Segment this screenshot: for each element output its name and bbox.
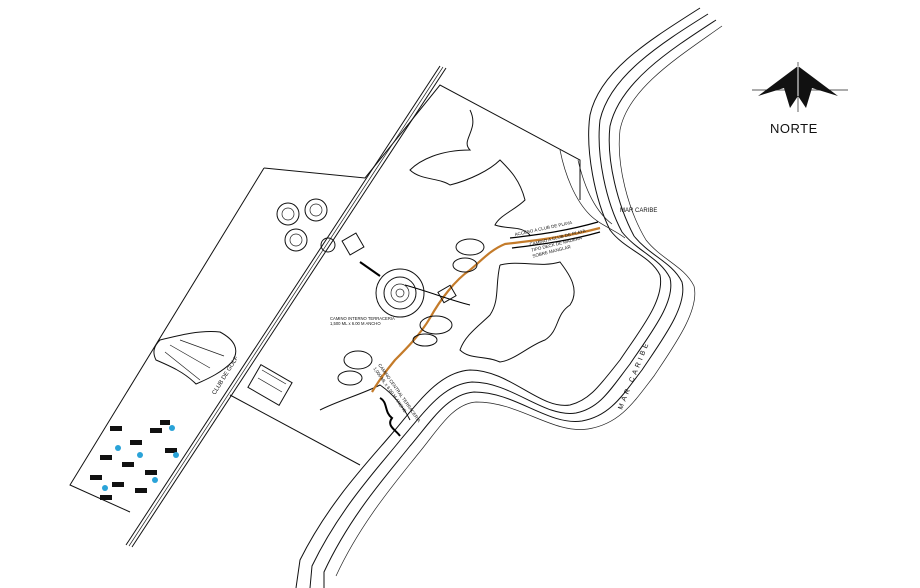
north-arrow-icon bbox=[752, 62, 848, 112]
tower-cluster bbox=[276, 198, 328, 252]
wetland-outlines bbox=[319, 109, 575, 437]
golf-practice-area bbox=[247, 364, 293, 406]
internal-road-label-line: CAMINO INTERNO TERRACERIA bbox=[330, 316, 395, 321]
site-boundary bbox=[69, 84, 581, 513]
villa-lots bbox=[90, 420, 179, 500]
beach-access-road bbox=[371, 226, 601, 393]
central-road-label: CAMINO CENTRAL TERRACERIA1,000 ML x 6.00… bbox=[372, 363, 421, 427]
golf-club-buildings bbox=[153, 331, 237, 385]
sea-label-top: MAR CARIBE bbox=[620, 208, 657, 214]
golf-club-label: CLUB DE GOLF bbox=[212, 355, 241, 396]
building-clusters bbox=[90, 198, 485, 500]
north-label: NORTE bbox=[770, 121, 818, 136]
beach-road-label: CAMINO A CLUB DE PLAYATIPO DECK DE MADER… bbox=[529, 228, 589, 258]
coastline-contours bbox=[295, 7, 723, 588]
beach-club-pods bbox=[337, 238, 485, 386]
main-resort-hub bbox=[359, 261, 457, 318]
central-road-label-line: 1,000 ML x 6.00 M ANCHO bbox=[372, 366, 408, 414]
internal-road-label-line: 1,500 ML x 6.00 M ANCHO bbox=[330, 321, 381, 326]
sea-label-side: MAR CARIBE bbox=[617, 340, 651, 411]
highway bbox=[125, 65, 447, 548]
central-road-label-line: CAMINO CENTRAL TERRACERIA bbox=[377, 363, 421, 423]
entrance-plaza bbox=[320, 232, 365, 256]
